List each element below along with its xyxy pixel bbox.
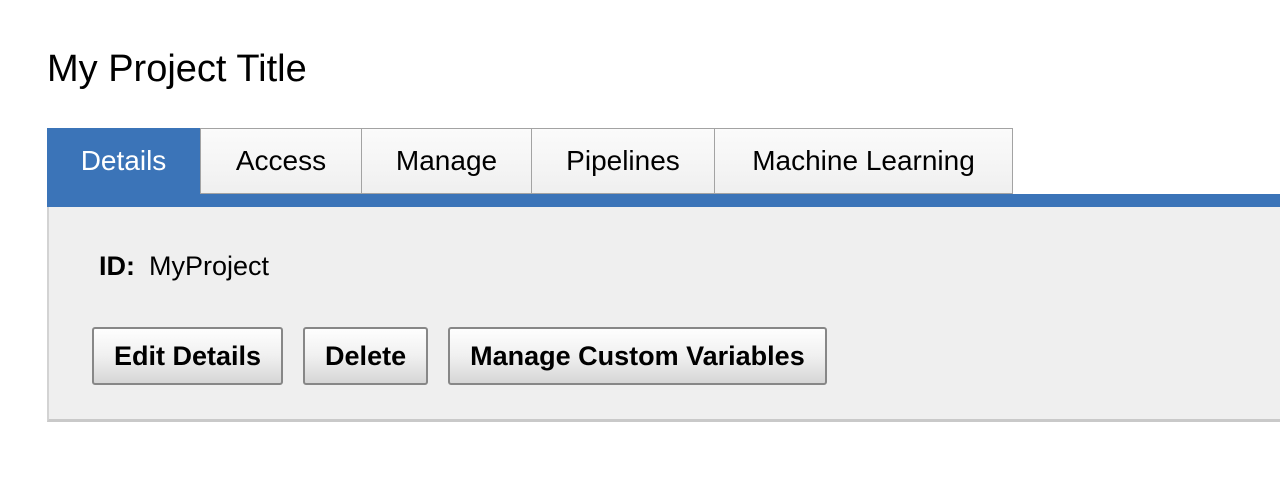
- id-label: ID:: [99, 251, 135, 281]
- tab-pipelines[interactable]: Pipelines: [531, 128, 715, 194]
- tab-access[interactable]: Access: [200, 128, 362, 194]
- project-id-row: ID: MyProject: [99, 250, 1280, 283]
- tab-details[interactable]: Details: [47, 128, 200, 194]
- tab-manage[interactable]: Manage: [361, 128, 532, 194]
- manage-custom-variables-button[interactable]: Manage Custom Variables: [448, 327, 827, 385]
- action-button-row: Edit Details Delete Manage Custom Variab…: [92, 327, 1280, 385]
- active-tab-accent-bar: [47, 194, 1280, 207]
- delete-button[interactable]: Delete: [303, 327, 429, 385]
- edit-details-button[interactable]: Edit Details: [92, 327, 284, 385]
- page-title: My Project Title: [47, 48, 307, 90]
- details-panel: ID: MyProject Edit Details Delete Manage …: [47, 207, 1280, 422]
- id-value: MyProject: [149, 251, 270, 281]
- tab-machine-learning[interactable]: Machine Learning: [714, 128, 1013, 194]
- tab-bar: Details Access Manage Pipelines Machine …: [47, 128, 1280, 194]
- page: My Project Title Details Access Manage P…: [47, 48, 1280, 422]
